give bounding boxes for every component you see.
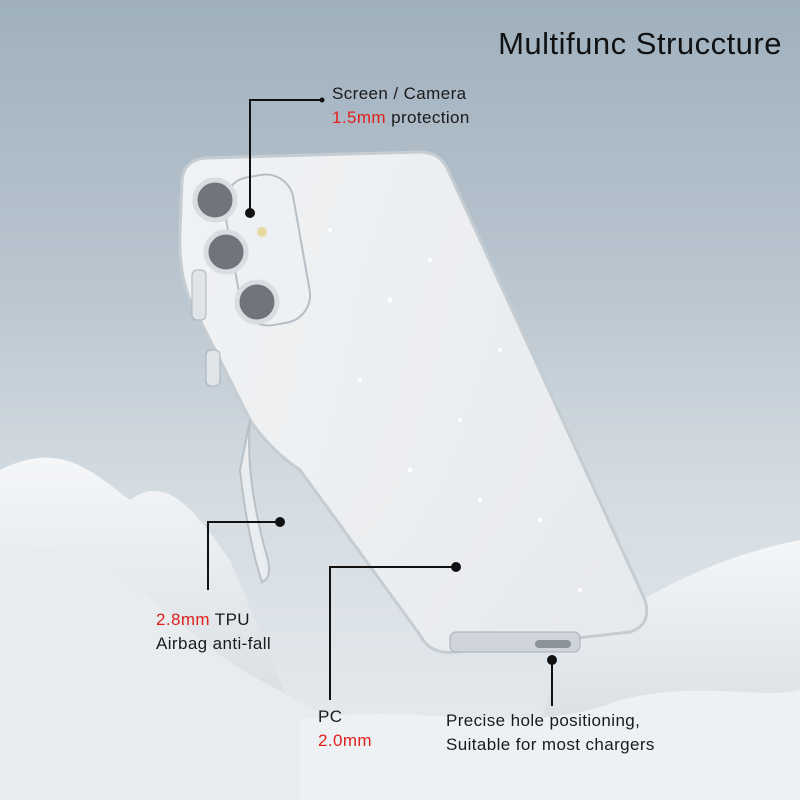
callout-charger-line1: Precise hole positioning,	[446, 711, 641, 730]
dunes-background	[0, 457, 800, 800]
callout-camera-rest: protection	[385, 108, 470, 127]
callout-camera: Screen / Camera 1.5mm protection	[332, 82, 470, 130]
callout-line-tpu	[207, 521, 280, 590]
callout-tpu-value: 2.8mm	[156, 610, 210, 629]
callout-pc-value: 2.0mm	[318, 731, 372, 750]
callout-line-end	[319, 97, 325, 103]
callout-dot-charger	[547, 655, 557, 665]
phone-case	[178, 150, 649, 654]
camera-lens	[234, 279, 280, 325]
callout-charger-line2: Suitable for most chargers	[446, 735, 655, 754]
callout-tpu-rest: TPU	[209, 610, 250, 629]
callout-lines	[207, 99, 553, 706]
callout-line-camera	[249, 99, 322, 213]
page-title: Multifunc Struccture	[498, 26, 782, 61]
callout-tpu: 2.8mm TPU Airbag anti-fall	[156, 608, 271, 656]
side-button	[205, 349, 221, 387]
callout-tpu-label: Airbag anti-fall	[156, 634, 272, 653]
camera-lens	[203, 229, 249, 275]
callout-line-pc	[329, 566, 456, 700]
callout-dot-tpu	[275, 517, 285, 527]
callout-dot-pc	[451, 562, 461, 572]
callout-pc: PC 2.0mm	[318, 705, 372, 753]
callout-charger: Precise hole positioning, Suitable for m…	[446, 709, 655, 757]
callout-dots	[245, 97, 557, 665]
callout-camera-label: Screen / Camera	[332, 84, 467, 103]
charging-port	[535, 640, 571, 648]
callout-pc-label: PC	[318, 707, 343, 726]
camera-flash	[257, 227, 267, 237]
callout-camera-value: 1.5mm	[332, 108, 386, 127]
side-button	[191, 269, 207, 321]
glitter	[328, 228, 582, 592]
callout-dot-camera	[245, 208, 255, 218]
camera-lens	[192, 177, 238, 223]
